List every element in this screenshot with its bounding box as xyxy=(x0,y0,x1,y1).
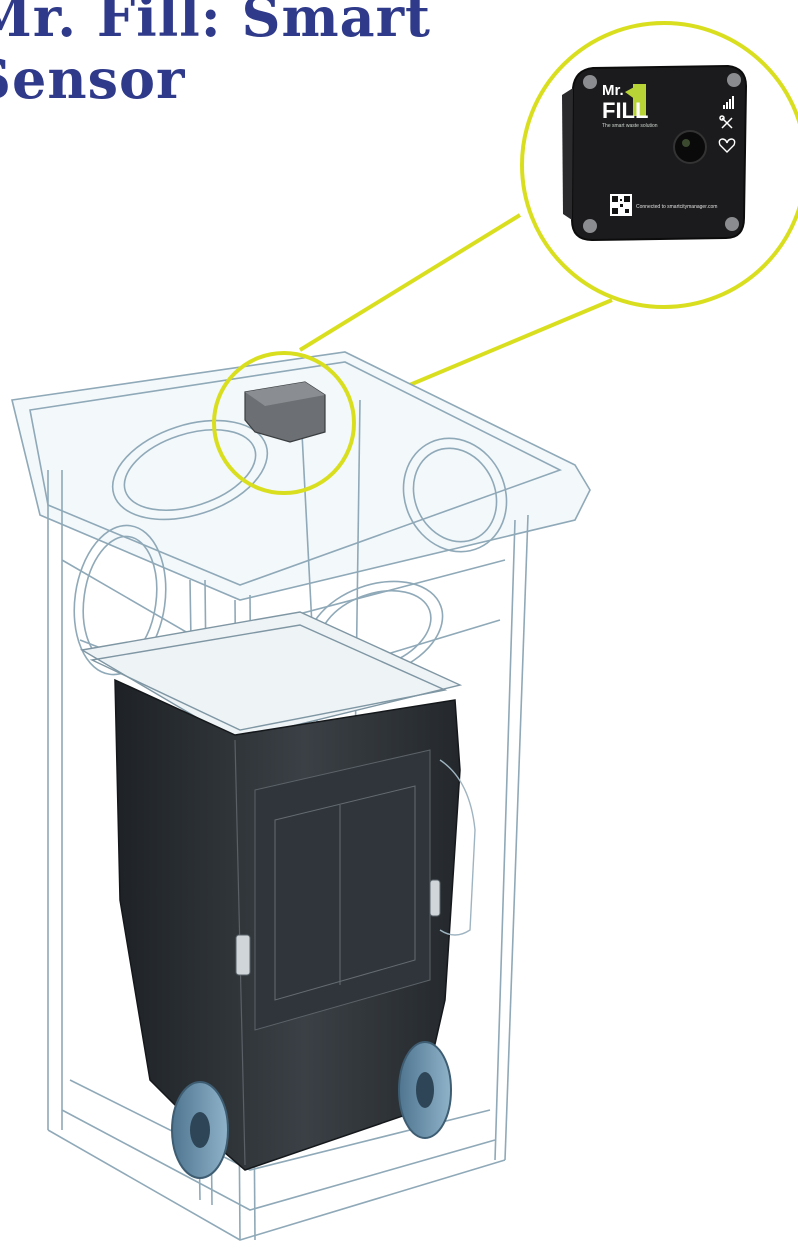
page-title: Mr. Fill: Smart Sensor xyxy=(0,0,431,110)
title-line-1: Mr. Fill: Smart xyxy=(0,0,431,49)
signal-icon xyxy=(723,96,734,109)
sensor-highlight-circle xyxy=(212,351,356,495)
tools-icon xyxy=(719,115,733,129)
wheelie-bin xyxy=(114,678,476,1171)
title-line-2: Sensor xyxy=(0,47,186,111)
sensor-device xyxy=(562,64,748,242)
heartbeat-icon xyxy=(718,138,736,153)
mounted-sensor xyxy=(244,381,326,443)
bin-tray xyxy=(80,611,463,741)
qr-code-icon xyxy=(610,194,632,216)
bin-wheels xyxy=(171,1041,452,1179)
